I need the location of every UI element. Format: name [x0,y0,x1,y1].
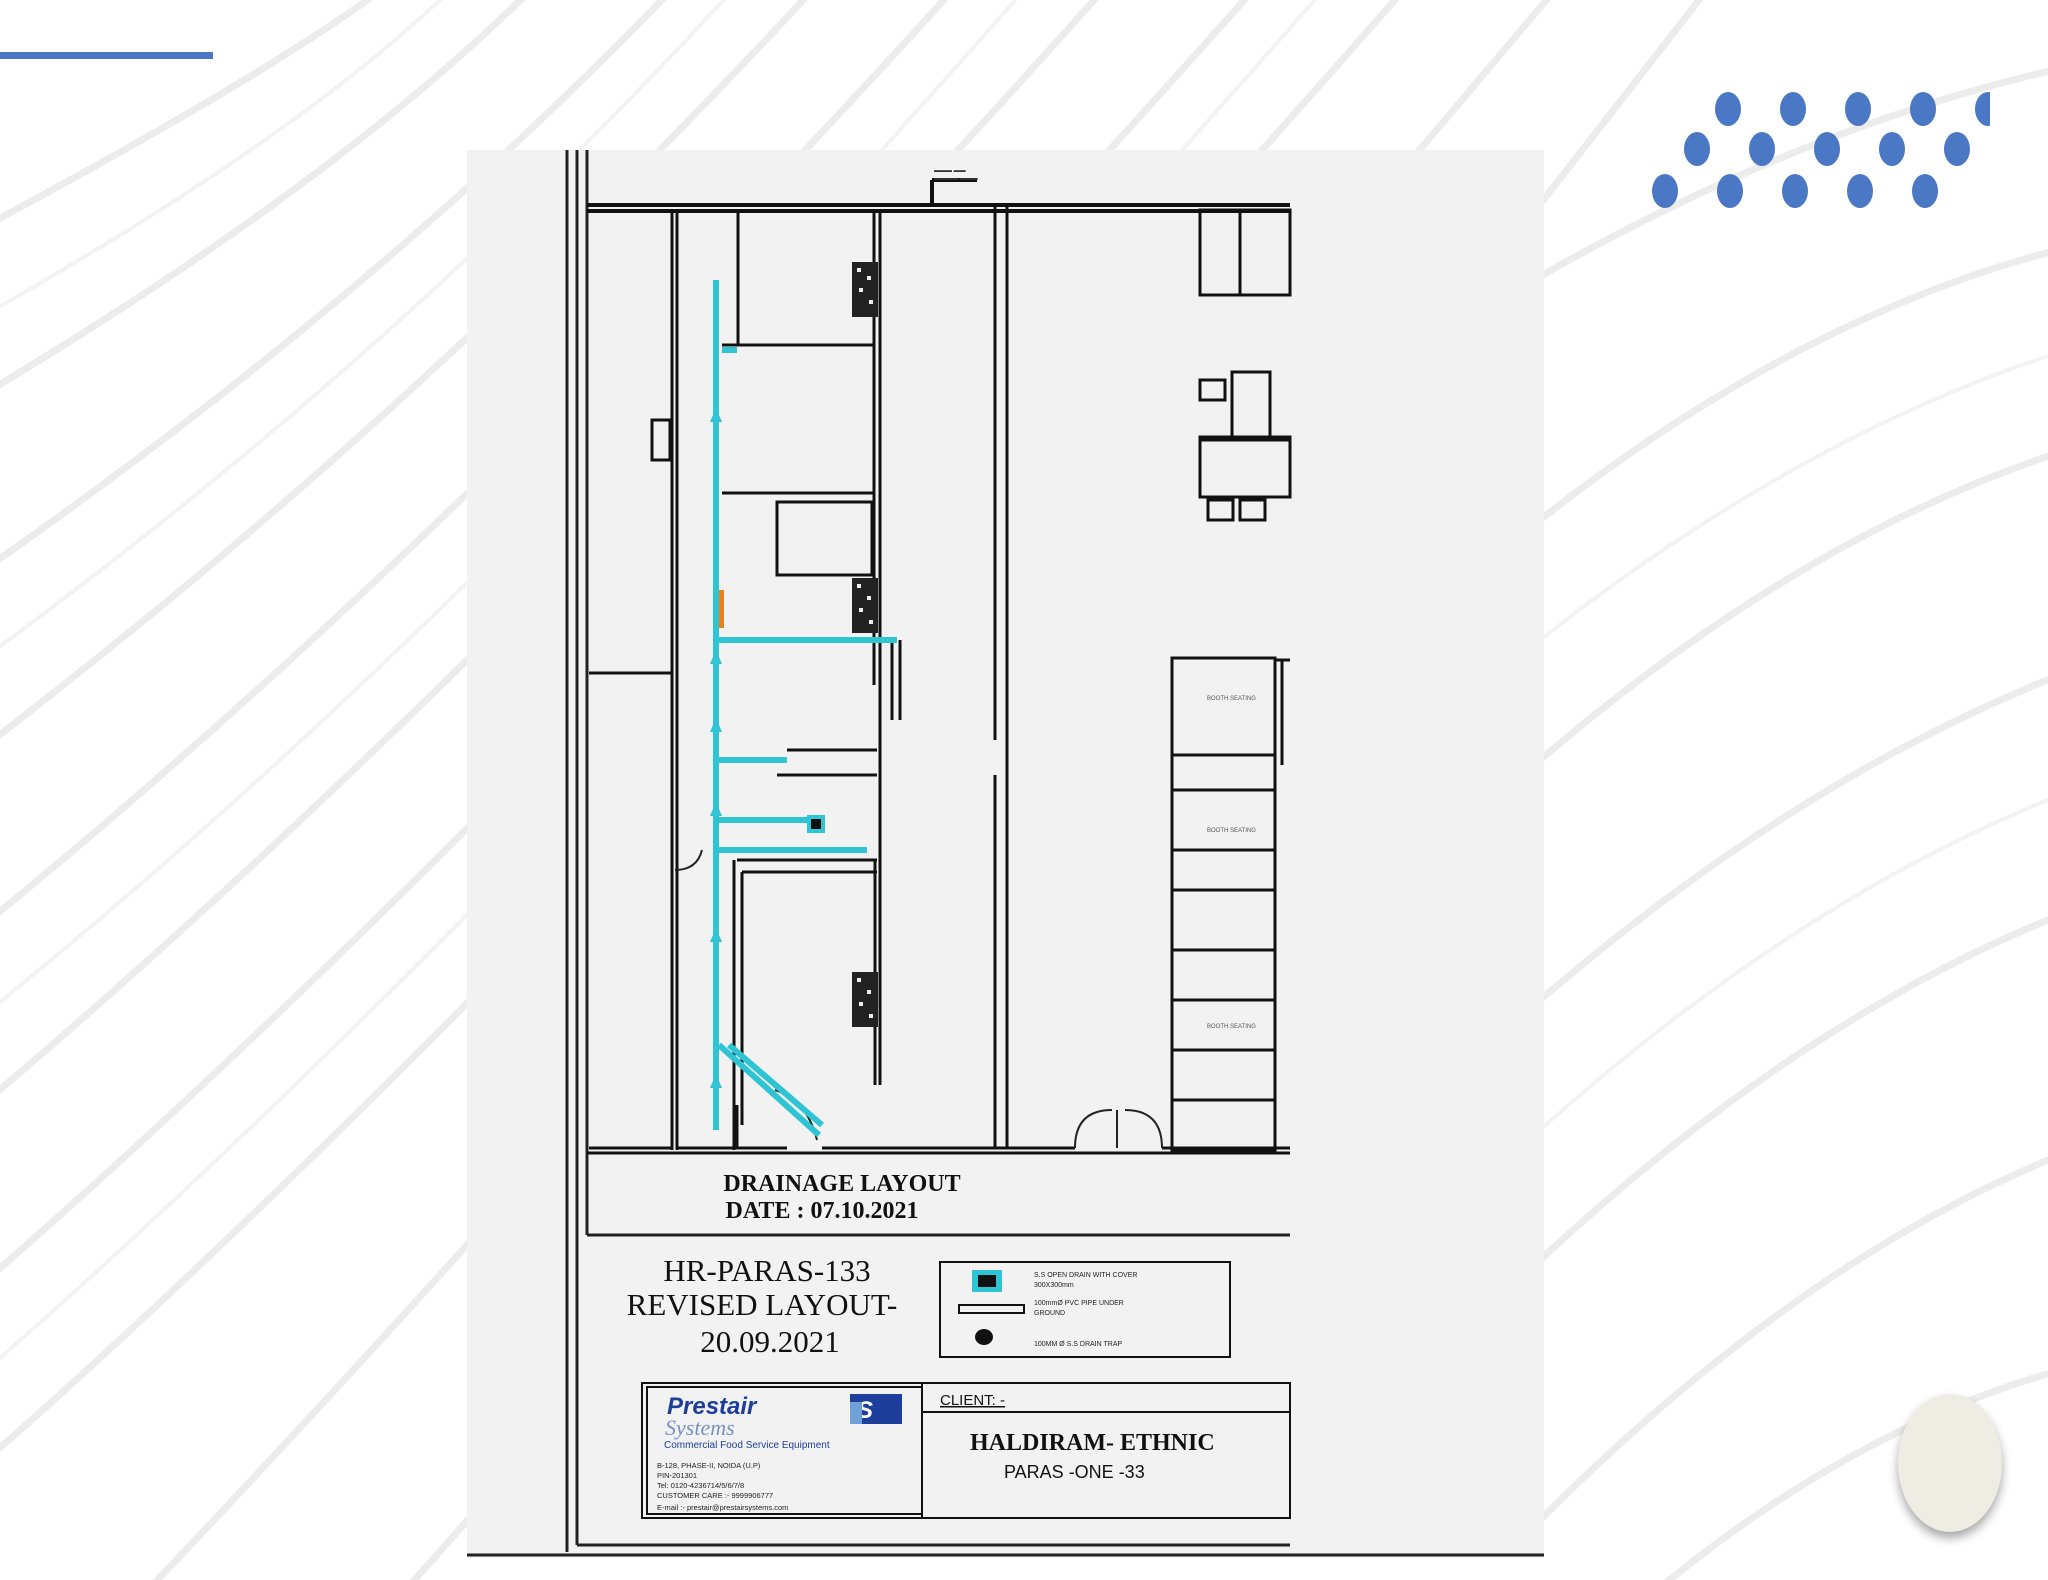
client-label: CLIENT: - [940,1392,1005,1409]
revision-line: REVISED LAYOUT- [627,1287,898,1322]
prestair-logo: Prestair Systems S [665,1393,902,1440]
drain-trap-icon [975,1329,993,1345]
pvc-pipe-icon [958,1304,1025,1314]
svg-text:Prestair: Prestair [667,1393,758,1420]
revision-line: HR-PARAS-133 [663,1253,870,1288]
svg-text:▬▬▬▬ ▬▬▬: ▬▬▬▬ ▬▬▬ [934,176,978,182]
legend-label: 300X300mm [1034,1282,1074,1289]
slide-circle-button[interactable] [1898,1394,2002,1532]
company-address: E-mail :- prestair@prestairsystems.com [657,1503,788,1512]
legend-box: S.S OPEN DRAIN WITH COVER 300X300mm 100m… [939,1261,1231,1358]
legend-label: 100mmØ PVC PIPE UNDER [1034,1300,1124,1307]
client-name: HALDIRAM- ETHNIC [970,1430,1215,1456]
svg-text:Systems: Systems [665,1415,735,1440]
legend-label: S.S OPEN DRAIN WITH COVER [1034,1272,1137,1279]
accent-line [0,52,213,59]
drainage-layout-drawing: ▬▬▬ ▬▬ ▬▬▬▬ ▬▬▬ [467,150,1544,1558]
legend-label: GROUND [1034,1310,1065,1317]
room-label: BOOTH SEATING [1207,828,1256,834]
client-site: PARAS -ONE -33 [1004,1462,1145,1482]
company-address: B-128, PHASE-II, NOIDA (U.P) [657,1461,761,1470]
company-address: Tel: 0120-4236714/5/6/7/8 [657,1481,744,1490]
drawing-title: DRAINAGE LAYOUT [723,1171,960,1197]
drawing-date: DATE : 07.10.2021 [726,1198,919,1224]
revision-line: 20.09.2021 [700,1324,840,1359]
decorative-dot-pattern [1652,92,1990,208]
legend-label: 100MM Ø S.S DRAIN TRAP [1034,1341,1123,1348]
company-tagline: Commercial Food Service Equipment [664,1440,830,1451]
room-label: BOOTH SEATING [1207,696,1256,702]
svg-text:▬▬▬ ▬▬: ▬▬▬ ▬▬ [934,168,966,174]
company-address: PIN-201301 [657,1471,697,1480]
room-label: BOOTH SEATING [1207,1024,1256,1030]
company-address: CUSTOMER CARE :- 9999906777 [657,1491,773,1500]
